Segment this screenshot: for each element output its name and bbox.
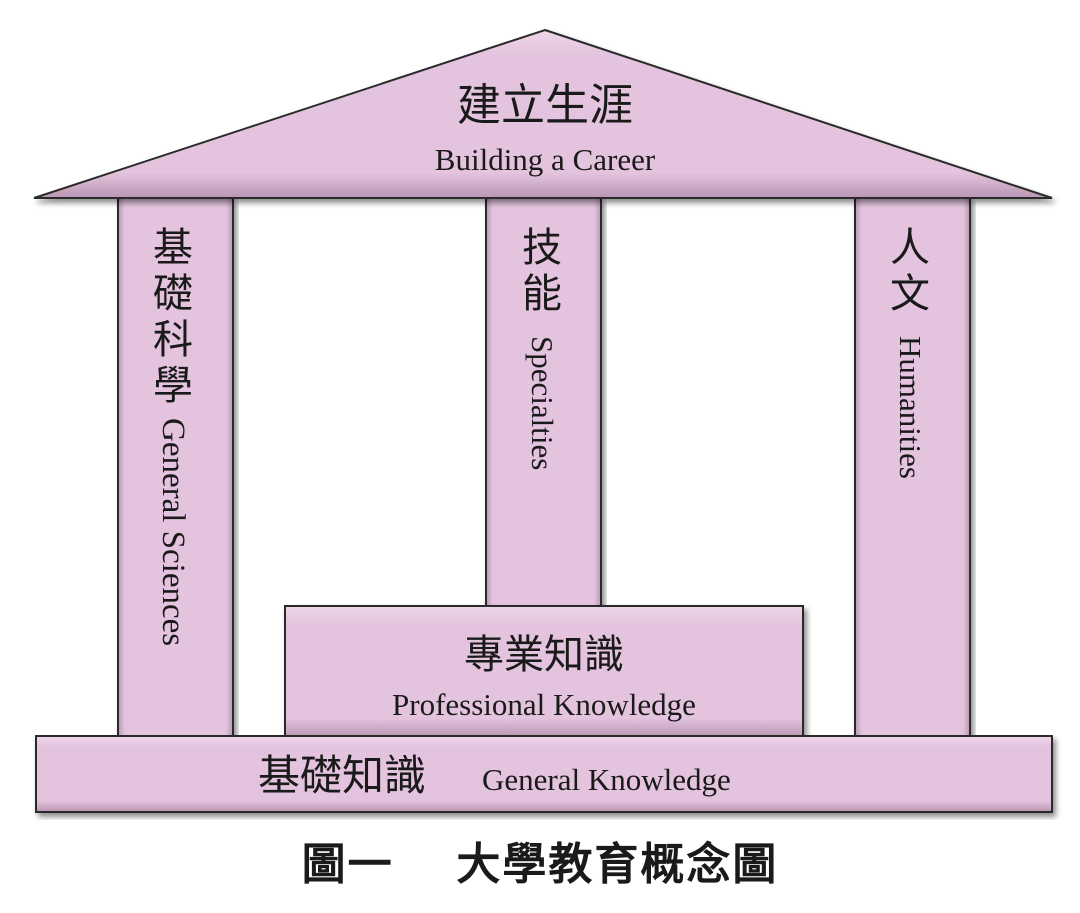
platform-label-zh: 專業知識 <box>464 632 624 678</box>
base-label-en: General Knowledge <box>482 762 731 797</box>
professional-knowledge-platform <box>284 605 804 739</box>
roof-title-zh: 建立生涯 <box>457 80 633 131</box>
roof <box>33 28 1053 199</box>
left-pillar-label-zh: 基礎科學 <box>153 225 195 409</box>
left-pillar-label-en: General Sciences <box>155 418 191 646</box>
figure-number: 圖一 <box>301 839 394 890</box>
right-pillar-label-zh: 人文 <box>890 225 932 317</box>
figure-caption: 圖一 大學教育概念圖 <box>0 828 1080 892</box>
general-knowledge-base <box>35 735 1053 813</box>
platform-label-en: Professional Knowledge <box>392 687 696 722</box>
middle-pillar-label-en: Specialties <box>525 336 560 470</box>
right-pillar-label-en: Humanities <box>893 336 928 479</box>
figure-title: 大學教育概念圖 <box>456 839 779 890</box>
left-pillar <box>117 197 234 739</box>
base-label-zh: 基礎知識 <box>258 751 426 800</box>
middle-pillar <box>485 197 602 609</box>
middle-pillar-label-zh: 技能 <box>522 225 564 317</box>
roof-title-en: Building a Career <box>435 142 656 177</box>
